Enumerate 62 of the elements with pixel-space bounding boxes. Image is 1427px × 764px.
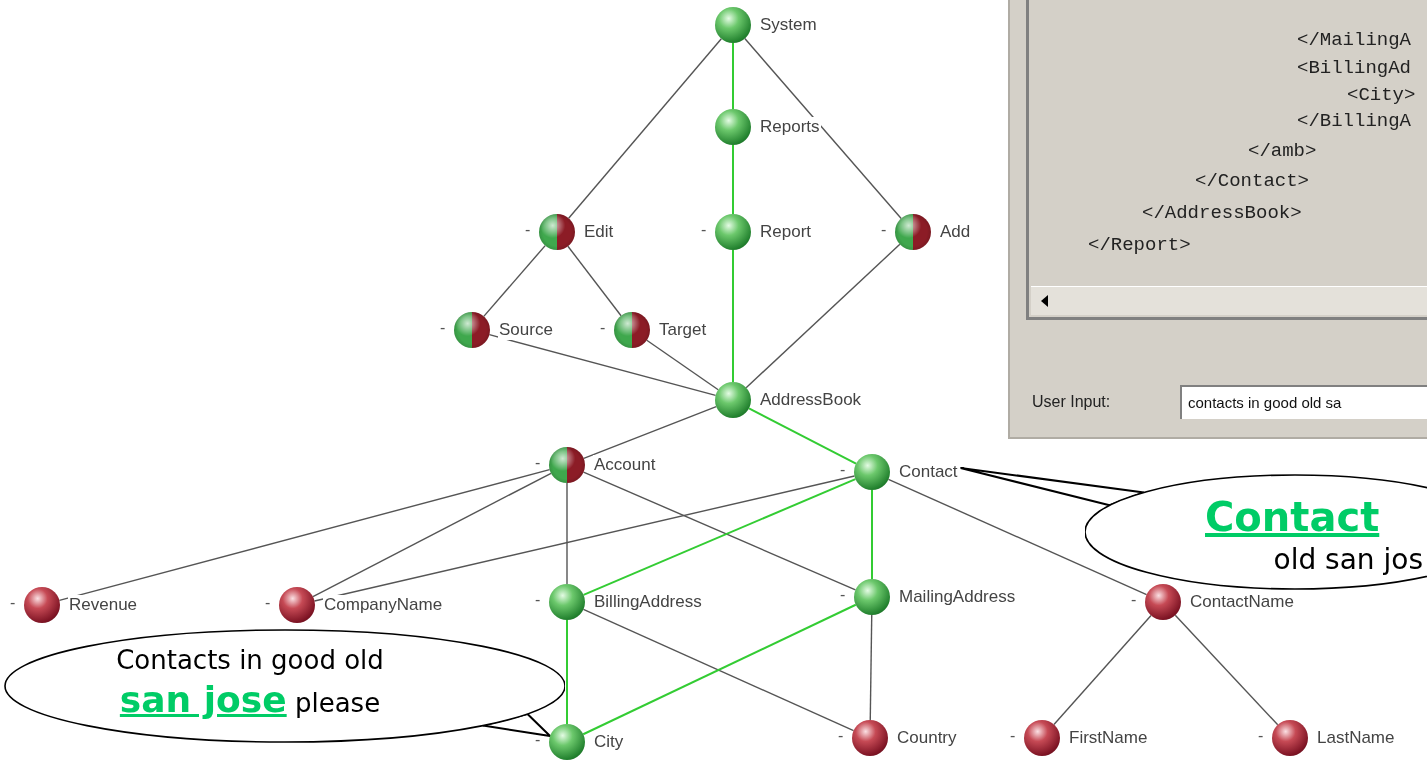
connector-line [646, 339, 719, 391]
connector-line [1053, 614, 1152, 726]
connector-line [58, 468, 551, 602]
collapse-marker: - [600, 319, 606, 337]
code-line: <City> [1347, 83, 1416, 107]
connector-line [483, 244, 546, 318]
collapse-marker: - [535, 591, 541, 609]
connector-line [732, 144, 734, 215]
node-label: CompanyName [323, 595, 444, 615]
connector-line [566, 619, 568, 725]
collapse-marker: - [1258, 727, 1264, 745]
node-label: Target [658, 320, 708, 340]
collapse-marker: - [525, 221, 531, 239]
collapse-marker: - [265, 594, 271, 612]
node-label: MailingAddress [898, 587, 1017, 607]
code-line: </Report> [1088, 233, 1191, 257]
node-label: Report [759, 222, 813, 242]
node-label: City [593, 732, 625, 752]
collapse-marker: - [840, 586, 846, 604]
connector-line [869, 614, 873, 721]
input-field: contacts in good old sa [1180, 385, 1427, 419]
connector-line [488, 333, 717, 397]
node-label: Country [896, 728, 958, 748]
code-line: </BillingA [1297, 109, 1412, 133]
connector-line [871, 489, 873, 580]
input-label: User Input: [1032, 393, 1111, 411]
speech-text: old san jos [1272, 542, 1423, 577]
collapse-marker: - [701, 221, 707, 239]
speech-text: Contact [1205, 493, 1381, 542]
node-label: Reports [759, 117, 821, 137]
connector-line [567, 38, 723, 219]
connector-line [732, 249, 734, 383]
collapse-marker: - [838, 727, 844, 745]
connector-line [744, 37, 902, 220]
collapse-marker: - [881, 221, 887, 239]
collapse-marker: - [1010, 727, 1016, 745]
code-line: <BillingAd [1297, 56, 1412, 80]
connector-line [313, 475, 856, 602]
connector-line [732, 42, 734, 110]
node-label: Source [498, 320, 554, 340]
collapse-marker: - [440, 319, 446, 337]
connector-line [567, 245, 622, 317]
bubble-tail [959, 467, 1145, 507]
collapse-marker: - [535, 454, 541, 472]
speech-text: Contacts in good old san jose please [115, 644, 385, 722]
node-label: BillingAddress [593, 592, 703, 612]
code-line: </AddressBook> [1142, 201, 1302, 225]
collapse-marker: - [840, 461, 846, 479]
code-line: </amb> [1248, 139, 1317, 163]
connector-line [748, 407, 857, 465]
connector-line [312, 472, 552, 598]
connector-line [583, 405, 717, 460]
code-line: </MailingA [1297, 28, 1412, 52]
collapse-marker: - [1131, 591, 1137, 609]
collapse-marker: - [10, 594, 16, 612]
connector-line [745, 243, 901, 389]
code-line: </Contact> [1195, 169, 1310, 193]
collapse-marker: - [535, 731, 541, 749]
connector-line [1174, 614, 1279, 726]
node-label: System [759, 15, 818, 35]
connector-line [566, 482, 568, 585]
connector-line [887, 478, 1148, 596]
